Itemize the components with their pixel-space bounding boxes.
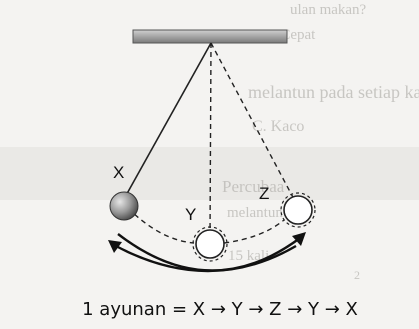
bob-y	[195, 229, 225, 259]
label-z: Z	[259, 184, 270, 203]
background-text: 15 kali	[228, 248, 270, 264]
background-text: melantun pada setiap kali cuban dic	[248, 82, 419, 102]
swing-path-left	[127, 207, 195, 244]
bob-x	[109, 191, 139, 221]
oscillation-caption: 1 ayunan = X → Y → Z → Y → X	[82, 299, 358, 320]
bob-y-halo	[192, 226, 228, 262]
swing-arrow-left	[115, 244, 297, 273]
arrowhead-right-icon	[292, 232, 306, 246]
background-text: ulan makan?	[290, 2, 367, 18]
bob-z-halo	[280, 192, 316, 228]
string-x	[123, 42, 212, 200]
background-text: 2	[354, 268, 360, 282]
background-table-ghost	[0, 147, 419, 200]
background-text: melantun	[227, 205, 283, 221]
bob-z	[283, 195, 313, 225]
ceiling-support	[132, 29, 288, 44]
label-y: Y	[185, 205, 197, 224]
string-z	[210, 42, 297, 204]
swing-path-right	[223, 219, 285, 244]
arrowhead-left-icon	[108, 240, 122, 253]
background-text: Percubaa	[222, 177, 285, 196]
string-y	[209, 42, 212, 238]
label-x: X	[113, 163, 125, 182]
background-text: C. Kaco	[252, 118, 305, 135]
